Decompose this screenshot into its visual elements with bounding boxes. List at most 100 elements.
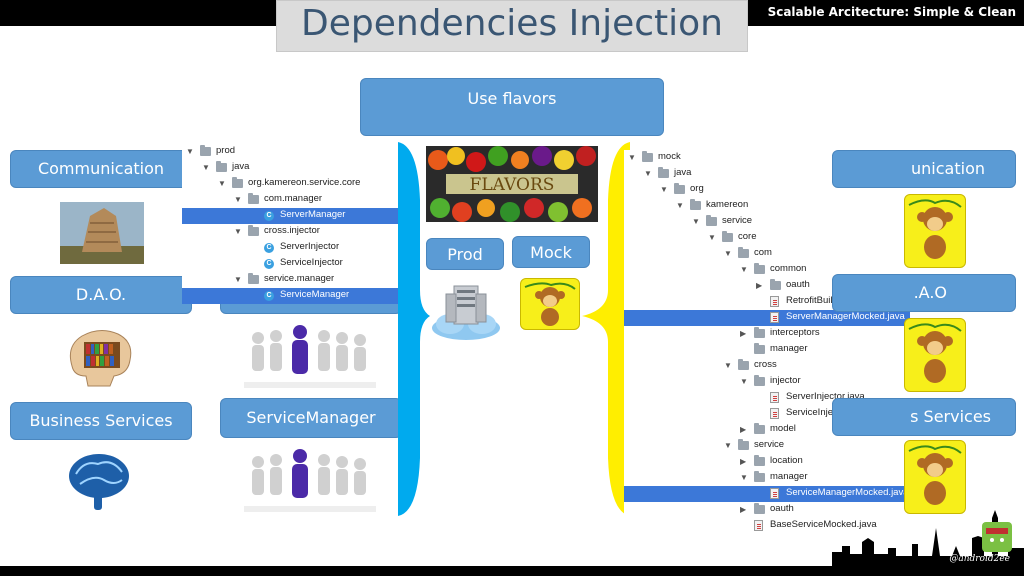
tree-item[interactable]: ▼ manager: [624, 470, 910, 486]
tree-item[interactable]: ▼ common: [624, 262, 910, 278]
tree-item-label: java: [232, 161, 250, 172]
expand-arrow-icon[interactable]: ▼: [218, 179, 226, 188]
collapse-arrow-icon[interactable]: ▶: [740, 457, 747, 466]
tree-item[interactable]: ▶interceptors: [624, 326, 910, 342]
paris-skyline-logo: [832, 510, 1024, 568]
expand-arrow-icon[interactable]: ▼: [724, 249, 732, 258]
tree-item[interactable]: ▼ org: [624, 182, 910, 198]
expand-arrow-icon[interactable]: ▼: [692, 217, 700, 226]
tree-item[interactable]: C ServiceInjector: [182, 256, 402, 272]
folder-icon: [674, 183, 685, 194]
tree-item-label: BaseServiceMocked.java: [770, 519, 877, 530]
collapse-arrow-icon[interactable]: ▶: [740, 425, 747, 434]
tree-item[interactable]: ▼cross.injector: [182, 224, 402, 240]
expand-arrow-icon[interactable]: ▼: [724, 441, 732, 450]
tree-item-label: ServiceManagerMocked.java: [786, 487, 909, 498]
folder-icon: [754, 375, 765, 386]
tree-item[interactable]: ServiceManagerMocked.java: [624, 486, 910, 502]
tree-item[interactable]: ▶location: [624, 454, 910, 470]
expand-arrow-icon[interactable]: ▼: [234, 227, 242, 236]
class-icon: C: [264, 243, 274, 253]
tree-item-label: ServiceManager: [280, 289, 350, 300]
tree-item-label: ServerManager: [280, 209, 346, 220]
collapse-arrow-icon[interactable]: ▶: [740, 505, 747, 514]
expand-arrow-icon[interactable]: ▼: [234, 195, 242, 204]
collapse-arrow-icon[interactable]: ▶: [740, 329, 747, 338]
expand-arrow-icon[interactable]: ▼: [628, 153, 636, 162]
tree-item[interactable]: ServerInjector.java: [624, 390, 910, 406]
expand-arrow-icon[interactable]: ▼: [660, 185, 668, 194]
communication-label-box: Communication: [10, 150, 192, 188]
tree-item-label: prod: [216, 145, 236, 156]
tree-item-label: mock: [658, 151, 681, 162]
tree-item-label: service: [754, 439, 785, 450]
tree-item-label: org.kamereon.service.core: [248, 177, 361, 188]
mock-project-tree: ▼mock▼java▼org▼kamereon▼service▼core▼com…: [624, 150, 910, 538]
tree-item[interactable]: ▼ org.kamereon.service.core: [182, 176, 402, 192]
expand-arrow-icon[interactable]: ▼: [676, 201, 684, 210]
tree-item[interactable]: ▼ mock: [624, 150, 910, 166]
dao-label: D.A.O.: [75, 285, 127, 304]
tree-item[interactable]: ▶ oauth: [624, 278, 910, 294]
folder-icon: [754, 503, 765, 514]
use-flavors-label: Use flavors: [467, 89, 557, 108]
expand-arrow-icon[interactable]: ▼: [234, 275, 242, 284]
tree-item[interactable]: ▶oauth: [624, 502, 910, 518]
tree-item[interactable]: ▼com: [624, 246, 910, 262]
expand-arrow-icon[interactable]: ▼: [186, 147, 194, 156]
tree-item[interactable]: ▼service.manager: [182, 272, 402, 288]
server-cloud-icon: [432, 285, 500, 340]
tree-item[interactable]: ▼injector: [624, 374, 910, 390]
tree-item[interactable]: ▼cross: [624, 358, 910, 374]
tree-item-label: org: [690, 183, 704, 194]
bottom-bar: [0, 566, 1024, 576]
java-file-icon: [770, 392, 779, 403]
folder-icon: [248, 193, 259, 204]
class-icon: C: [264, 291, 274, 301]
tree-item[interactable]: ▼ com.manager: [182, 192, 402, 208]
monkey-icon: [524, 282, 576, 326]
tree-item[interactable]: ▼ java: [182, 160, 402, 176]
tree-item-label: com.manager: [264, 193, 323, 204]
expand-arrow-icon[interactable]: ▼: [724, 361, 732, 370]
expand-arrow-icon[interactable]: ▼: [740, 473, 748, 482]
tree-item[interactable]: ServerManagerMocked.java: [624, 310, 910, 326]
right-monkey-icon-3: [904, 440, 966, 514]
tree-item[interactable]: ▼ service: [624, 438, 910, 454]
tree-item[interactable]: ▼ prod: [182, 144, 402, 160]
tree-item[interactable]: ▼core: [624, 230, 910, 246]
team-leader-image-2: [244, 449, 376, 512]
tree-item[interactable]: ▼ java: [624, 166, 910, 182]
java-file-icon: [770, 312, 779, 323]
folder-icon: [232, 177, 243, 188]
expand-arrow-icon[interactable]: ▼: [202, 163, 210, 172]
expand-arrow-icon[interactable]: ▼: [644, 169, 652, 178]
tree-item[interactable]: ▼kamereon: [624, 198, 910, 214]
communication-label: Communication: [37, 159, 165, 178]
tree-item[interactable]: ServiceInjector.java: [624, 406, 910, 422]
expand-arrow-icon[interactable]: ▼: [708, 233, 716, 242]
folder-icon: [738, 439, 749, 450]
expand-arrow-icon[interactable]: ▼: [740, 377, 748, 386]
tree-item[interactable]: manager: [624, 342, 910, 358]
business-services-label: Business Services: [29, 411, 173, 430]
class-icon: C: [264, 259, 274, 269]
tree-item-label: ServiceInjector: [280, 257, 343, 268]
tree-item[interactable]: ▼service: [624, 214, 910, 230]
collapse-arrow-icon[interactable]: ▶: [756, 281, 763, 290]
tree-item[interactable]: ▶model: [624, 422, 910, 438]
expand-arrow-icon[interactable]: ▼: [740, 265, 748, 274]
right-communication-label-box: unication: [832, 150, 1016, 188]
tree-item[interactable]: BaseServiceMocked.java: [624, 518, 910, 534]
java-file-icon: [770, 408, 779, 419]
folder-icon: [658, 167, 669, 178]
tree-item-label: manager: [770, 471, 808, 482]
tree-item-label: common: [770, 263, 807, 274]
folder-icon: [248, 273, 259, 284]
tree-item-label: oauth: [786, 279, 810, 290]
monkey-icon: [908, 199, 962, 259]
tree-item-label: java: [674, 167, 692, 178]
tree-item[interactable]: C ServiceManager: [182, 288, 402, 304]
